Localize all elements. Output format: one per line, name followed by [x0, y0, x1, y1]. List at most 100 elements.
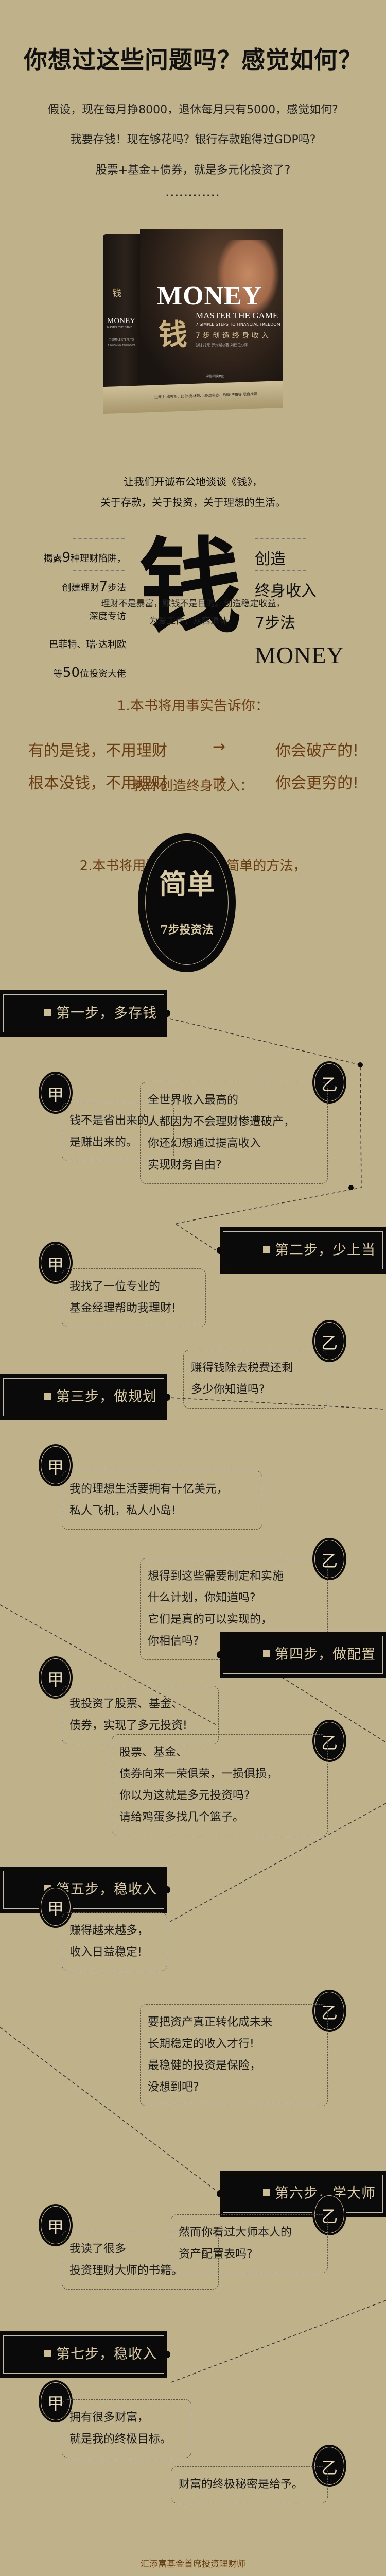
step-1-speaker-a-bubble: 钱不是省出来的， 是赚出来的。 [62, 1103, 174, 1161]
speaker-a-label: 甲 [47, 1899, 64, 1919]
fact-cause-2: 根本没钱，不用理财 [28, 774, 167, 792]
author-portrait [217, 240, 279, 317]
fact-result-1: 你会破产的! [275, 742, 359, 760]
feature-list-left: 揭露9种理财陷阱， 创建理财7步法 深度专访 巴菲特、瑞·达利欧 等50位投资大… [31, 544, 126, 688]
book-author: [美] 托尼·罗宾斯◎著 刘建位◎译 [196, 343, 248, 347]
step-2-label: 第二步，少上当 [263, 1239, 376, 1259]
hero-headline: 你想过这些问题吗？感觉如何？ [24, 46, 362, 74]
step-7-tag: 第七步，稳收入 [0, 2331, 170, 2378]
avatar-ring [41, 1244, 71, 1282]
feature-right-item: 7步法 [255, 614, 296, 632]
hero-ellipsis: ............ [165, 188, 221, 199]
avatar-ring [314, 2447, 344, 2485]
step-4-speaker-b-bubble: 股票、基金、 债券向来一荣俱荣，一损俱损， 你以为这就是多元投资吗? 请给鸡蛋多… [112, 1734, 328, 1836]
step-frame [3, 994, 164, 1032]
connector-knob [217, 1247, 223, 1254]
step-frame [3, 1871, 164, 1909]
avatar-ring [41, 2382, 71, 2420]
intro-line-2: 关于存款，关于投资，关于理想的生活。 [100, 496, 286, 509]
badge-ring [145, 840, 229, 965]
square-bullet-icon [263, 2189, 270, 2196]
step-2-speaker-b-bubble: 赚得钱除去税费还剩 多少你知道吗? [183, 1350, 327, 1409]
tagline-line-2: 为爱工作，从容退休。 [149, 616, 237, 626]
step-3-tag: 第三步，做规划 [0, 1374, 170, 1420]
intro-line-1: 让我们开诚布公地谈谈《钱》， [124, 476, 262, 488]
step-6-tag: 第六步，学大师 [217, 2171, 386, 2217]
feature-big-char: 钱 [139, 527, 242, 648]
speaker-b-avatar: 乙 [312, 1990, 346, 2032]
avatar-ring [314, 1540, 344, 1578]
avatar-ring [41, 2206, 71, 2244]
step-5-speaker-b-bubble: 要把资产真正转化成未来 长期稳定的收入才行! 最稳健的投资是保险， 没想到吧? [140, 2004, 328, 2106]
speaker-b-avatar: 乙 [312, 1720, 346, 1762]
spine-subtitle: MASTER THE GAME [107, 326, 132, 329]
hero-question-2: 我要存钱！现在够花吗？银行存款跑得过GDP吗? [70, 133, 316, 146]
speaker-a-label: 甲 [47, 1255, 64, 1275]
step-3-speaker-a-bubble: 我的理想生活要拥有十亿美元， 私人飞机，私人小岛! [62, 1471, 262, 1530]
step-3-label: 第三步，做规划 [44, 1385, 157, 1405]
connector-knob [164, 1394, 170, 1401]
book-front [140, 229, 283, 389]
step-frame [3, 2335, 164, 2374]
feature-right-item: 终身收入 [255, 582, 317, 600]
badge-main: 简单 [159, 868, 215, 901]
speaker-b-avatar: 乙 [312, 1538, 346, 1580]
divider [73, 538, 125, 539]
avatar-ring [41, 1888, 71, 1926]
speaker-a-avatar: 甲 [39, 1242, 73, 1284]
square-bullet-icon [44, 1008, 51, 1016]
square-bullet-icon [44, 1392, 51, 1400]
feature-item: 揭露9种理财陷阱， [43, 550, 126, 565]
connector-knob [164, 1010, 170, 1017]
book-cover-image: 钱 MONEY MASTER THE GAME 7 SIMPLE STEPS T… [103, 229, 283, 415]
feature-item: 巴菲特、瑞·达利欧 [49, 639, 126, 650]
fact-arrow-1: → [213, 738, 226, 756]
badge-sub: 7步投资法 [160, 923, 214, 937]
step-6-speaker-a-bubble: 我读了很多 投资理财大师的书籍。 [62, 2231, 219, 2290]
step-5-tag: 第五步，稳收入 [0, 1867, 170, 1913]
speaker-a-label: 甲 [47, 2217, 64, 2237]
avatar-ring [41, 1074, 71, 1112]
book-tagline-en: 7 SIMPLE STEPS TO FINANCIAL FREEDOM [196, 322, 280, 327]
divider [255, 570, 306, 571]
avatar-ring [314, 1063, 344, 1101]
step-3-speaker-b-bubble: 想得到这些需要制定和实施 什么计划，你知道吗? 它们是真的可以实现的， 你相信吗… [140, 1558, 328, 1660]
divider [255, 538, 306, 539]
square-bullet-icon [263, 1650, 270, 1657]
step-1-tag: 第一步，多存钱 [0, 990, 170, 1037]
avatar-ring [314, 1722, 344, 1760]
speaker-a-label: 甲 [47, 1085, 64, 1105]
step-6-speaker-b-bubble: 然而你看过大师本人的 资产配置表吗? [171, 2214, 328, 2273]
speaker-b-avatar: 乙 [312, 2445, 346, 2487]
connector-knob [164, 1886, 170, 1893]
book-title-cn: 钱 [159, 318, 187, 352]
square-bullet-icon [263, 1245, 270, 1253]
book-subtitle-cn: 7步创造终身收入 [196, 332, 271, 340]
step-connector-lines [0, 1018, 386, 2383]
feature-list-right: 创造 终身收入 7步法 MONEY [255, 544, 344, 671]
step-1-speaker-b-bubble: 全世界收入最高的 人都因为不会理财惨遭破产， 你还幻想通过提高收入 实现财务自由… [140, 1082, 328, 1184]
step-4-label: 第四步，做配置 [263, 1643, 376, 1663]
step-4-speaker-a-bubble: 我投资了股票、基金、 债券，实现了多元投资! [62, 1686, 219, 1744]
feature-item: 创建理财7步法 [62, 579, 126, 595]
step-2-speaker-a-bubble: 我找了一位专业的 基金经理帮助我理财! [62, 1268, 206, 1327]
book-spine: 钱 MONEY MASTER THE GAME 7 SIMPLE STEPS T… [103, 234, 140, 404]
hero-question-3: 股票+基金+债券，就是多元化投资了? [95, 164, 291, 177]
fact-arrow-2: → [213, 770, 226, 788]
speaker-b-avatar: 乙 [312, 1061, 346, 1104]
step-7-speaker-a-bubble: 拥有很多财富， 就是我的终极目标。 [62, 2399, 191, 2458]
speaker-b-label: 乙 [321, 1333, 338, 1353]
avatar-ring [41, 1446, 71, 1484]
square-bullet-icon [44, 2349, 51, 2357]
step-1-label: 第一步，多存钱 [44, 1002, 157, 1022]
tagline-line-1: 理财不是暴富，赚钱不是目的。创造稳定收益， [101, 599, 285, 609]
step-5-label: 第五步，稳收入 [44, 1878, 157, 1898]
book-title-en: MONEY [157, 281, 262, 311]
feature-money: MONEY [255, 642, 344, 668]
speaker-a-label: 甲 [47, 2394, 64, 2413]
step-frame [3, 1378, 164, 1416]
avatar-ring [41, 1658, 71, 1697]
fact-cause-1: 有的是钱，不用理财 [28, 742, 167, 760]
spine-title-cn: 钱 [112, 288, 121, 299]
